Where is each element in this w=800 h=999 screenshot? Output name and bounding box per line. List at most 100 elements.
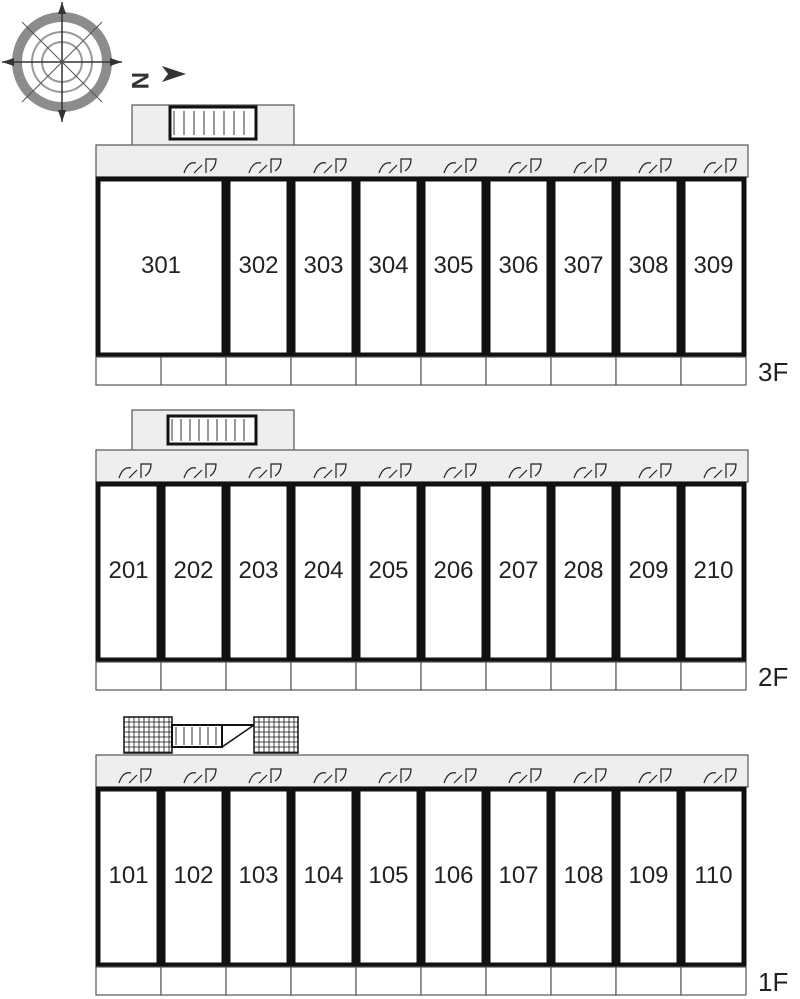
floor-label: 2F <box>758 662 788 692</box>
unit-105[interactable]: 105 <box>355 768 422 996</box>
door-icon <box>508 467 528 479</box>
door-icon <box>118 772 138 784</box>
unit-number: 304 <box>368 252 408 279</box>
unit-number: 206 <box>433 557 473 584</box>
unit-204[interactable]: 204 <box>290 463 357 691</box>
unit-number: 202 <box>173 557 213 584</box>
unit-number: 210 <box>693 557 733 584</box>
balcony <box>420 356 487 386</box>
unit-202[interactable]: 202 <box>160 463 227 691</box>
door-icon <box>248 772 268 784</box>
balcony <box>615 966 682 996</box>
unit-206[interactable]: 206 <box>420 463 487 691</box>
unit-209[interactable]: 209 <box>615 463 682 691</box>
door-icon <box>573 467 593 479</box>
door-icon <box>248 162 268 174</box>
unit-205[interactable]: 205 <box>355 463 422 691</box>
door-icon <box>703 162 723 174</box>
unit-number: 104 <box>303 862 343 889</box>
door-icon <box>183 162 203 174</box>
unit-number: 109 <box>628 862 668 889</box>
balcony <box>290 356 357 386</box>
door-icon <box>573 772 593 784</box>
balcony <box>550 661 617 691</box>
balcony <box>355 356 422 386</box>
unit-102[interactable]: 102 <box>160 768 227 996</box>
unit-number: 108 <box>563 862 603 889</box>
door-icon <box>118 467 138 479</box>
unit-number: 303 <box>303 252 343 279</box>
unit-number: 203 <box>238 557 278 584</box>
balcony <box>420 661 487 691</box>
balcony <box>615 356 682 386</box>
unit-number: 209 <box>628 557 668 584</box>
door-icon <box>638 162 658 174</box>
unit-203[interactable]: 203 <box>225 463 292 691</box>
balcony <box>550 966 617 996</box>
unit-303[interactable]: 303 <box>290 158 357 386</box>
unit-number: 207 <box>498 557 538 584</box>
unit-number: 204 <box>303 557 343 584</box>
door-icon <box>313 162 333 174</box>
unit-number: 205 <box>368 557 408 584</box>
unit-108[interactable]: 108 <box>550 768 617 996</box>
unit-201[interactable]: 201 <box>95 463 162 691</box>
unit-305[interactable]: 305 <box>420 158 487 386</box>
door-icon <box>378 467 398 479</box>
unit-106[interactable]: 106 <box>420 768 487 996</box>
unit-302[interactable]: 302 <box>225 158 292 386</box>
balcony <box>225 966 292 996</box>
unit-number: 105 <box>368 862 408 889</box>
unit-101[interactable]: 101 <box>95 768 162 996</box>
unit-number: 309 <box>693 252 733 279</box>
balcony <box>225 356 292 386</box>
balcony <box>160 966 227 996</box>
unit-306[interactable]: 306 <box>485 158 552 386</box>
unit-309[interactable]: 309 <box>680 158 747 386</box>
unit-107[interactable]: 107 <box>485 768 552 996</box>
unit-number: 208 <box>563 557 603 584</box>
stair-icon <box>123 716 299 754</box>
door-icon <box>378 772 398 784</box>
balcony <box>290 661 357 691</box>
balcony <box>420 966 487 996</box>
door-icon <box>443 467 463 479</box>
unit-208[interactable]: 208 <box>550 463 617 691</box>
balcony <box>95 966 162 996</box>
unit-104[interactable]: 104 <box>290 768 357 996</box>
unit-number: 308 <box>628 252 668 279</box>
unit-number: 201 <box>108 557 148 584</box>
unit-number: 305 <box>433 252 473 279</box>
unit-103[interactable]: 103 <box>225 768 292 996</box>
unit-207[interactable]: 207 <box>485 463 552 691</box>
door-icon <box>313 467 333 479</box>
balcony <box>485 356 552 386</box>
balcony <box>160 661 227 691</box>
door-icon <box>443 162 463 174</box>
door-icon <box>638 772 658 784</box>
unit-number: 101 <box>108 862 148 889</box>
door-icon <box>183 772 203 784</box>
balcony <box>680 356 747 386</box>
door-icon <box>508 162 528 174</box>
unit-304[interactable]: 304 <box>355 158 422 386</box>
unit-number: 110 <box>694 862 732 889</box>
unit-number: 107 <box>498 862 538 889</box>
balcony <box>680 966 747 996</box>
balcony <box>355 661 422 691</box>
unit-109[interactable]: 109 <box>615 768 682 996</box>
unit-308[interactable]: 308 <box>615 158 682 386</box>
unit-307[interactable]: 307 <box>550 158 617 386</box>
door-icon <box>508 772 528 784</box>
unit-210[interactable]: 210 <box>680 463 747 691</box>
door-icon <box>703 467 723 479</box>
balcony <box>95 661 162 691</box>
unit-110[interactable]: 110 <box>680 768 747 996</box>
unit-301[interactable]: 301 <box>95 158 227 386</box>
unit-number: 307 <box>563 252 603 279</box>
unit-number: 102 <box>173 862 213 889</box>
north-arrow-icon <box>162 66 186 82</box>
